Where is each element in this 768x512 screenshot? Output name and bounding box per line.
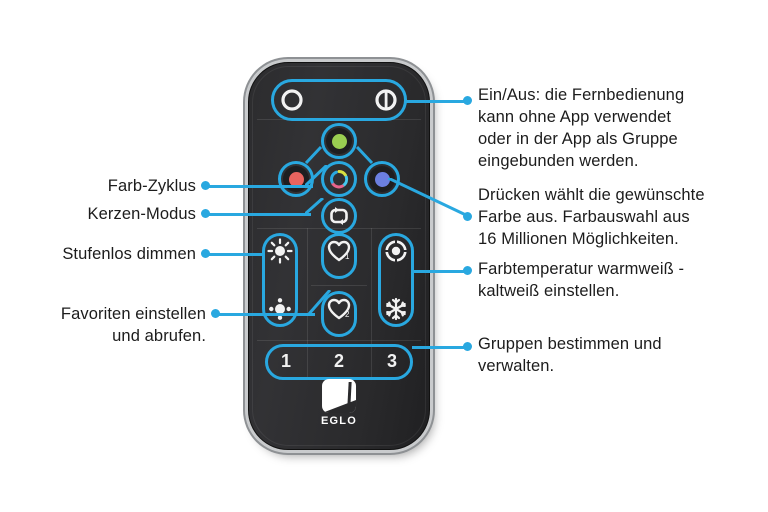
lead-farbtemperatur — [413, 270, 467, 273]
brightness-up-button[interactable] — [267, 238, 293, 264]
svg-text:2: 2 — [345, 310, 350, 319]
knob-gruppen — [463, 342, 472, 351]
column-divider-left — [307, 228, 308, 340]
eglo-logo: EGLO — [321, 379, 357, 427]
caption-favoriten-line2: und abrufen. — [112, 327, 206, 345]
heart-2-icon: 2 — [327, 298, 351, 320]
panel-divider-groups — [257, 340, 421, 341]
caption-farbtemperatur-line1: Farbtemperatur warmweiß - — [478, 260, 685, 278]
panel-divider-fav — [311, 285, 367, 286]
lead-kerzen-modus — [205, 213, 311, 216]
knob-stufenlos-dimmen — [201, 249, 210, 258]
caption-ein-aus-line1: Ein/Aus: die Fernbedienung — [478, 86, 685, 104]
lead-stufenlos-dimmen — [205, 253, 264, 256]
eglo-wordmark: EGLO — [321, 415, 357, 427]
red-swatch — [288, 171, 304, 187]
lead-farbauswahl — [388, 178, 469, 218]
heart-1-icon: 1 — [327, 240, 351, 262]
lead-kerzen-diag — [305, 198, 324, 216]
group-1-button[interactable]: 1 — [271, 349, 301, 373]
caption-ein-aus: Ein/Aus: die Fernbedienung kann ohne App… — [478, 84, 748, 172]
caption-farb-zyklus: Farb-Zyklus — [107, 177, 196, 195]
knob-ein-aus — [463, 96, 472, 105]
group-divider-right — [371, 340, 372, 380]
caption-favoriten: Favoriten einstellen und abrufen. — [12, 303, 206, 347]
brightness-down-button[interactable] — [267, 296, 293, 322]
group-divider-left — [307, 340, 308, 380]
group-2-button[interactable]: 2 — [324, 349, 354, 373]
caption-farbauswahl: Drücken wählt die gewünschte Farbe aus. … — [478, 184, 753, 250]
blue-swatch — [374, 171, 390, 187]
loop-icon — [330, 207, 348, 225]
svg-text:1: 1 — [345, 252, 350, 261]
caption-kerzen-modus: Kerzen-Modus — [87, 205, 196, 223]
caption-ein-aus-line4: eingebunden werden. — [478, 152, 639, 170]
green-color-button[interactable] — [326, 128, 352, 154]
favorite-1-button[interactable]: 1 — [326, 238, 352, 264]
group-1-label: 1 — [280, 350, 291, 371]
knob-farbtemperatur — [463, 266, 472, 275]
sun-dim-icon — [269, 298, 291, 320]
color-cycle-button[interactable] — [326, 166, 352, 192]
knob-farb-zyklus — [201, 181, 210, 190]
panel-divider-top — [257, 119, 421, 120]
lead-gruppen — [412, 346, 467, 349]
lead-farb-zyklus — [205, 185, 313, 188]
knob-kerzen-modus — [201, 209, 210, 218]
color-cycle-icon — [330, 170, 349, 189]
group-2-label: 2 — [333, 350, 344, 371]
caption-favoriten-line1: Favoriten einstellen — [60, 305, 206, 323]
caption-farbauswahl-line1: Drücken wählt die gewünschte — [478, 186, 705, 204]
warm-white-button[interactable] — [383, 238, 409, 264]
caption-ein-aus-line2: kann ohne App verwendet — [478, 108, 672, 126]
snowflake-icon — [386, 297, 406, 321]
group-3-button[interactable]: 3 — [377, 349, 407, 373]
caption-farbauswahl-line3: 16 Millionen Möglichkeiten. — [478, 230, 679, 248]
caption-gruppen-line1: Gruppen bestimmen und — [478, 335, 662, 353]
warm-white-icon — [384, 239, 408, 263]
power-on-button[interactable] — [371, 85, 401, 115]
caption-ein-aus-line3: oder in der App als Gruppe — [478, 130, 678, 148]
group-3-label: 3 — [386, 350, 397, 371]
caption-farbauswahl-line2: Farbe aus. Farbauswahl aus — [478, 208, 690, 226]
sun-bright-icon — [267, 238, 293, 264]
lead-favoriten-diag — [308, 290, 332, 316]
power-off-button[interactable] — [277, 85, 307, 115]
knob-favoriten — [211, 309, 220, 318]
caption-stufenlos-dimmen: Stufenlos dimmen — [62, 245, 196, 263]
lead-farb-zyklus-diag — [305, 165, 329, 188]
eglo-mark-icon — [322, 379, 356, 413]
candle-mode-button[interactable] — [326, 203, 352, 229]
favorite-2-button[interactable]: 2 — [326, 296, 352, 322]
lead-ein-aus — [405, 100, 467, 103]
knob-farbauswahl — [463, 212, 472, 221]
remote-control-body: 1 2 — [248, 62, 430, 450]
cold-white-button[interactable] — [383, 296, 409, 322]
caption-farbtemperatur-line2: kaltweiß einstellen. — [478, 282, 620, 300]
column-divider-right — [371, 228, 372, 340]
panel-divider-mid — [257, 228, 421, 229]
caption-farbtemperatur: Farbtemperatur warmweiß - kaltweiß einst… — [478, 258, 748, 302]
green-swatch — [331, 133, 347, 149]
caption-gruppen: Gruppen bestimmen und verwalten. — [478, 333, 748, 377]
caption-gruppen-line2: verwalten. — [478, 357, 555, 375]
lead-favoriten — [215, 313, 315, 316]
